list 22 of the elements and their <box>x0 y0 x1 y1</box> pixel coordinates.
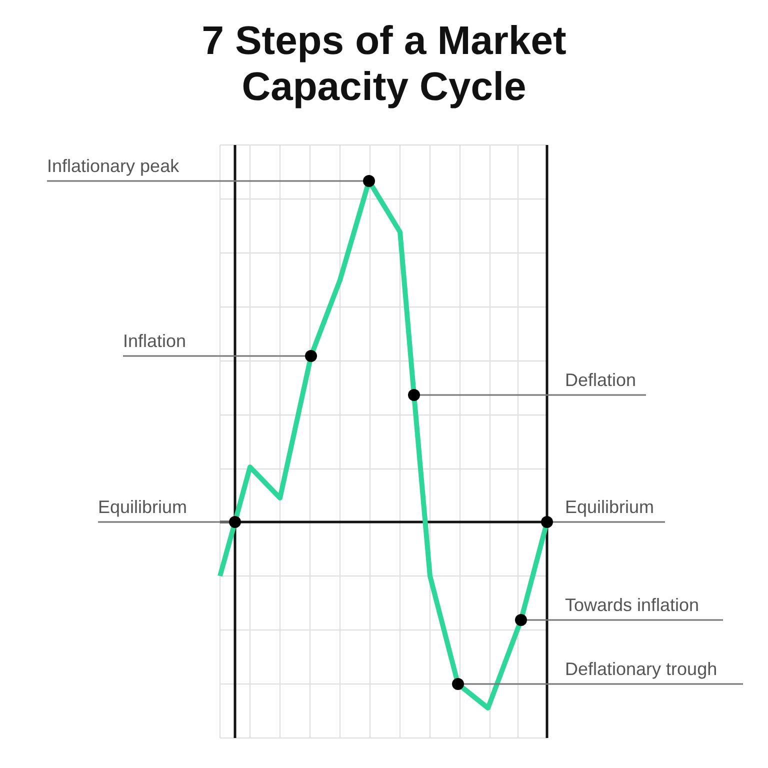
point-label: Inflationary peak <box>47 155 180 177</box>
title: 7 Steps of a Market Capacity Cycle <box>200 18 568 110</box>
point-label: Equilibrium <box>565 496 654 518</box>
point-marker <box>541 516 553 528</box>
point-label: Inflation <box>123 330 186 352</box>
leader-line <box>553 521 665 523</box>
point-label: Deflation <box>565 369 636 391</box>
leader-line <box>47 180 363 182</box>
leader-line <box>98 521 229 523</box>
point-marker <box>408 389 420 401</box>
point-label: Deflationary trough <box>565 658 718 680</box>
point-marker <box>229 516 241 528</box>
point-marker <box>515 614 527 626</box>
leader-line <box>464 683 743 685</box>
leader-line <box>527 619 723 621</box>
point-marker <box>452 678 464 690</box>
leader-line <box>123 355 305 357</box>
point-label: Equilibrium <box>98 496 188 518</box>
point-marker <box>363 175 375 187</box>
point-marker <box>305 350 317 362</box>
point-label: Towards inflation <box>565 594 700 616</box>
leader-line <box>420 394 646 396</box>
